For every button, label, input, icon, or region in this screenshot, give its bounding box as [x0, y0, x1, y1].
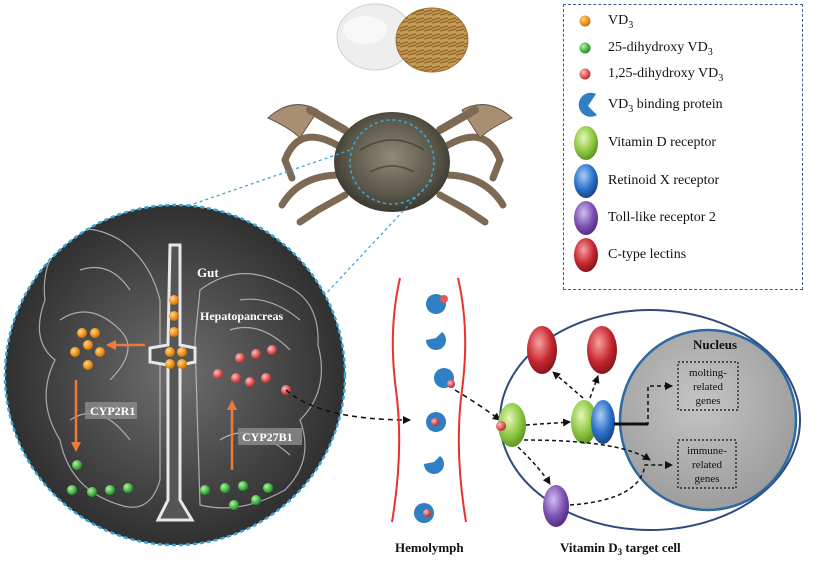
binding-proteins	[414, 294, 455, 523]
legend-binding-protein-icon	[579, 93, 597, 117]
target-cell-label: Vitamin D3 target cell	[560, 540, 681, 557]
nucleus-label: Nucleus	[693, 337, 737, 352]
feed-images	[337, 4, 468, 72]
cyp2r1-label: CYP2R1	[85, 402, 137, 419]
gut-label: Gut	[197, 265, 219, 280]
svg-text:CYP2R1: CYP2R1	[90, 404, 135, 418]
hepatopancreas-label: Hepatopancreas	[200, 309, 283, 323]
svg-text:related: related	[692, 459, 722, 471]
ctl-1	[527, 326, 557, 374]
crab-image	[268, 105, 512, 222]
cyp27b1-label: CYP27B1	[238, 428, 302, 445]
ctl-2	[587, 326, 617, 374]
tlr2	[543, 485, 569, 527]
legend-125-dot	[580, 69, 591, 80]
hemolymph-vessel	[392, 278, 466, 522]
svg-text:immune-: immune-	[687, 445, 727, 457]
legend-tlr2-icon	[574, 201, 598, 235]
legend-25-dot	[580, 43, 591, 54]
svg-text:genes: genes	[695, 395, 720, 407]
feed-pellet-image	[396, 8, 468, 72]
svg-text:molting-: molting-	[689, 367, 727, 379]
svg-text:CYP27B1: CYP27B1	[242, 430, 293, 444]
magnified-tissue-view	[5, 205, 345, 545]
svg-text:related: related	[693, 381, 723, 393]
legend-vd3-dot	[580, 16, 591, 27]
svg-text:genes: genes	[694, 473, 719, 485]
legend-vdr-icon	[574, 126, 598, 160]
bound-125-dihydroxy	[496, 421, 506, 431]
rxr-nuclear	[591, 400, 615, 444]
legend-rxr-icon	[574, 164, 598, 198]
legend-ctl-icon	[574, 238, 598, 272]
hemolymph-label: Hemolymph	[395, 540, 464, 555]
legend-markers	[574, 16, 598, 273]
